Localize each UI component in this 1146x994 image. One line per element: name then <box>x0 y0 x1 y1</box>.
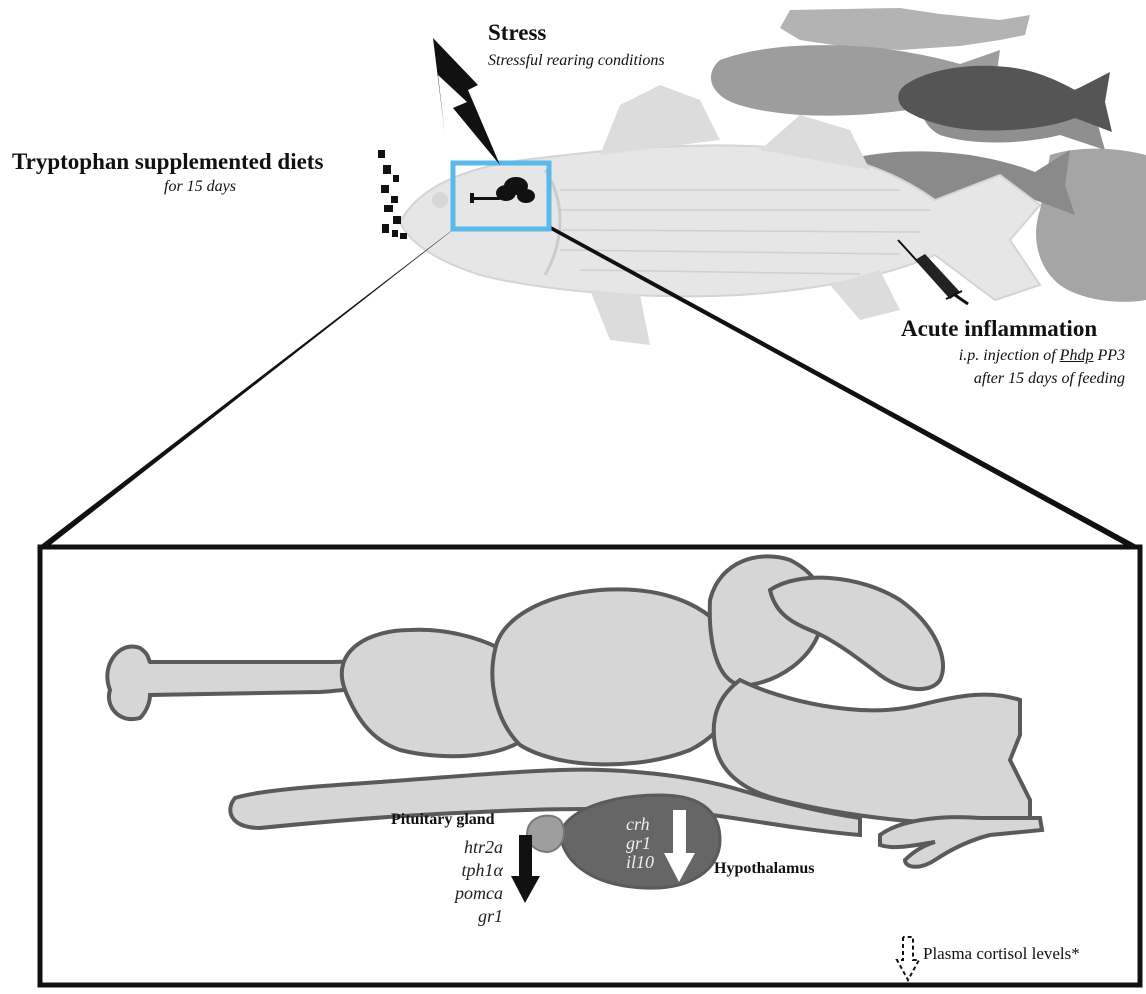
gene-gr1: gr1 <box>626 834 654 853</box>
inflammation-title: Acute inflammation <box>901 316 1097 342</box>
gene-htr2a: htr2a <box>400 836 503 859</box>
gene-il10: il10 <box>626 853 654 872</box>
diet-title: Tryptophan supplemented diets <box>12 149 323 175</box>
pituitary-region <box>527 816 564 852</box>
diet-subtitle: for 15 days <box>0 178 236 196</box>
inflammation-line2: after 15 days of feeding <box>908 370 1125 388</box>
pathogen-name: Phdp <box>1060 347 1094 364</box>
background-fish <box>780 8 1030 50</box>
hypothalamus-label: Hypothalamus <box>714 860 814 878</box>
fish-eye <box>432 192 448 208</box>
gene-gr1: gr1 <box>400 905 503 928</box>
stress-subtitle: Stressful rearing conditions <box>488 52 665 70</box>
hypothalamus-gene-list: crh gr1 il10 <box>626 815 654 872</box>
gene-pomca: pomca <box>400 882 503 905</box>
inflammation-line1-suffix: PP3 <box>1093 347 1125 364</box>
inflammation-line1-prefix: i.p. injection of <box>959 347 1060 364</box>
fish-dorsal-fin <box>600 85 720 155</box>
optic-tectum <box>492 589 739 764</box>
fish-pelvic-fin <box>590 290 650 345</box>
cortisol-label: Plasma cortisol levels* <box>923 944 1080 964</box>
inflammation-line1: i.p. injection of Phdp PP3 <box>908 347 1125 365</box>
gene-tph1a: tph1α <box>400 859 503 882</box>
stress-title: Stress <box>488 20 546 46</box>
pituitary-gene-list: htr2a tph1α pomca gr1 <box>400 836 503 928</box>
gene-crh: crh <box>626 815 654 834</box>
pituitary-label: Pituitary gland <box>391 811 495 829</box>
